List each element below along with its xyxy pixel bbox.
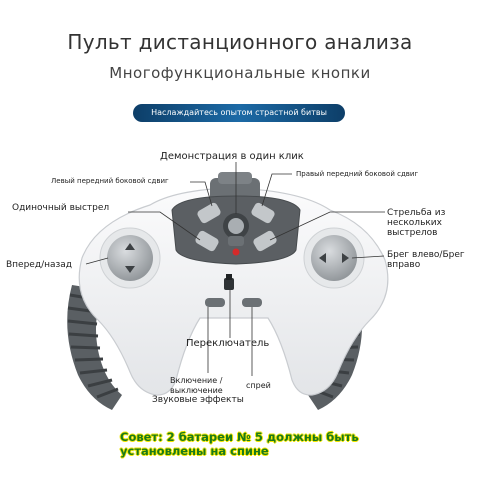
label-forward-back: Вперед/назад [6,260,73,270]
center-buttons [195,202,277,256]
label-spray: спрей [246,381,271,390]
lower-buttons [205,274,262,307]
label-demo: Демонстрация в один клик [160,151,304,162]
label-single-shot: Одиночный выстрел [12,203,110,213]
label-strafe: Брег влево/Брег вправо [387,250,465,270]
leader-lines [85,162,385,376]
label-left-shift: Левый передний боковой сдвиг [51,177,169,185]
battery-tip: Совет: 2 батареи № 5 должны быть установ… [120,430,359,458]
label-sound: Звуковые эффекты [152,395,244,405]
label-switch: Переключатель [186,338,270,349]
left-joystick [99,227,161,289]
label-power: Включение /выключение [170,376,223,395]
page-subtitle: Многофункциональные кнопки [109,64,371,82]
label-multi-shot: Стрельба из нескольких выстрелов [387,208,446,238]
label-right-shift: Правый передний боковой сдвиг [296,170,419,178]
page-title: Пульт дистанционного анализа [67,30,413,54]
right-joystick [303,227,365,289]
banner-pill: Наслаждайтесь опытом страстной битвы [133,104,345,122]
